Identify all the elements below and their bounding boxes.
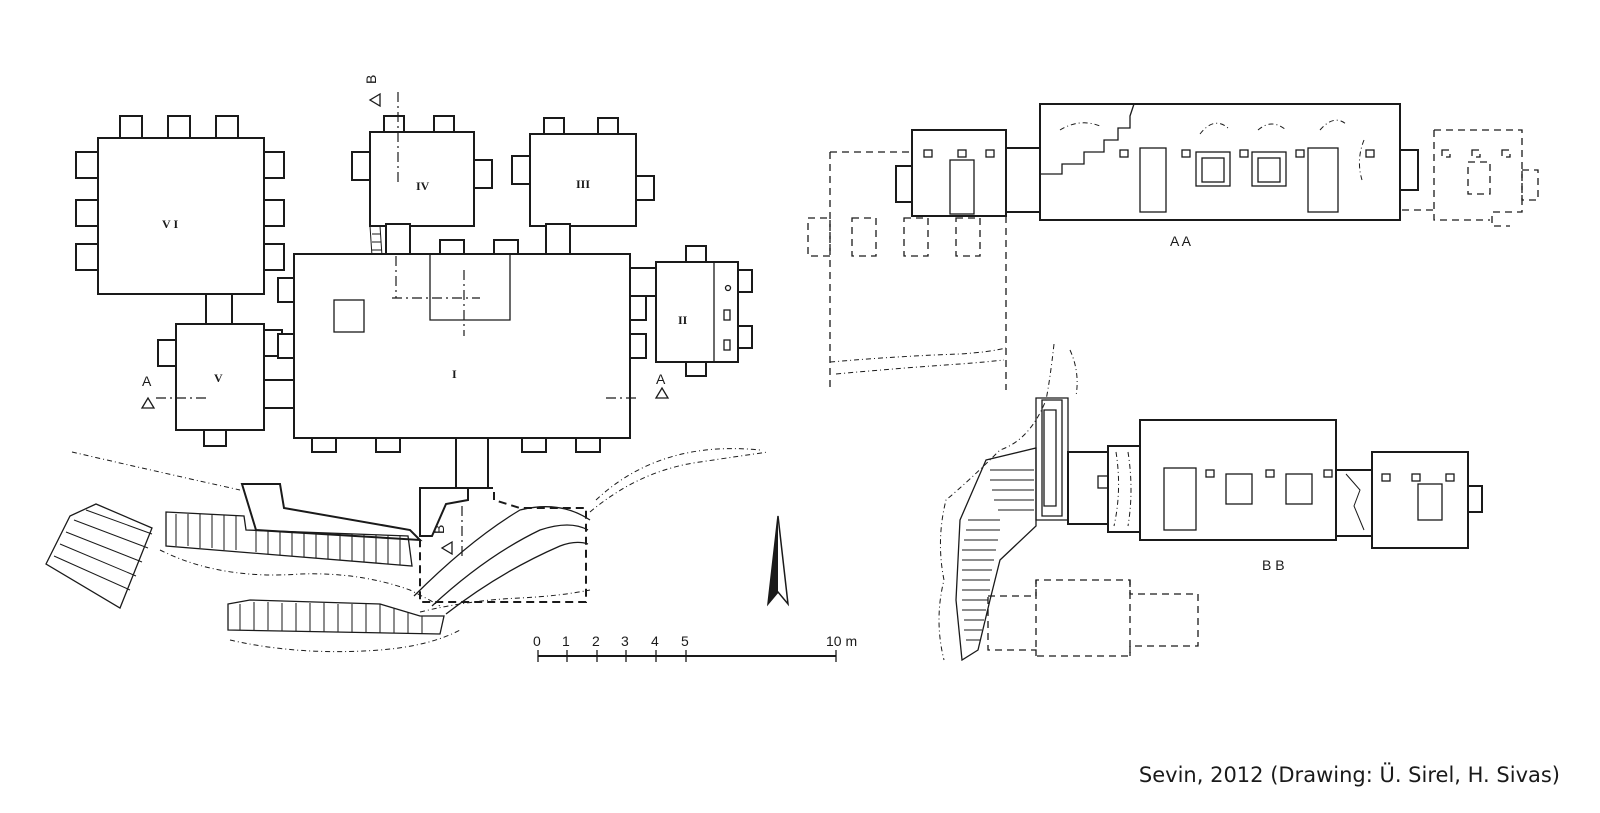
scale-tick-5: 5 <box>681 633 689 649</box>
room-label-i: I <box>452 367 457 381</box>
scale-end-label: 10 m <box>826 633 857 649</box>
section-lines-plan: A A B B <box>140 75 670 560</box>
room-label-v: V <box>214 371 223 385</box>
passage-v-i <box>263 379 295 409</box>
room-ii: II <box>655 245 753 377</box>
section-aa: A A <box>807 103 1539 390</box>
room-vi: V I <box>75 115 285 295</box>
scale-tick-2: 2 <box>592 633 600 649</box>
marker-b-bottom: B <box>431 525 447 534</box>
scale-tick-1: 1 <box>562 633 570 649</box>
scale-tick-0: 0 <box>533 633 541 649</box>
scale-tick-3: 3 <box>621 633 629 649</box>
marker-a-left: A <box>142 373 152 389</box>
scale-tick-4: 4 <box>651 633 659 649</box>
room-iv: IV <box>351 115 493 257</box>
scale-bar: 0 1 2 3 4 5 10 m <box>533 633 857 662</box>
room-i: I <box>277 239 647 453</box>
passage-vi-v <box>205 293 233 325</box>
room-label-ii: II <box>678 313 688 327</box>
section-bb: B B <box>938 343 1483 662</box>
section-title-aa: A A <box>1170 233 1192 249</box>
floor-plan: V I V IV <box>45 75 857 662</box>
room-label-vi: V I <box>162 217 178 231</box>
room-label-iii: III <box>576 177 590 191</box>
room-label-iv: IV <box>416 179 430 193</box>
room-iii: III <box>511 117 655 257</box>
marker-b-top: B <box>363 75 379 84</box>
image-credit: Sevin, 2012 (Drawing: Ü. Sirel, H. Sivas… <box>1138 763 1560 787</box>
section-title-bb: B B <box>1262 557 1285 573</box>
dromos <box>240 437 587 603</box>
marker-a-right: A <box>656 371 666 387</box>
passage-i-ii <box>629 267 657 297</box>
terrain-plan <box>45 448 769 653</box>
north-arrow-icon <box>766 515 790 607</box>
